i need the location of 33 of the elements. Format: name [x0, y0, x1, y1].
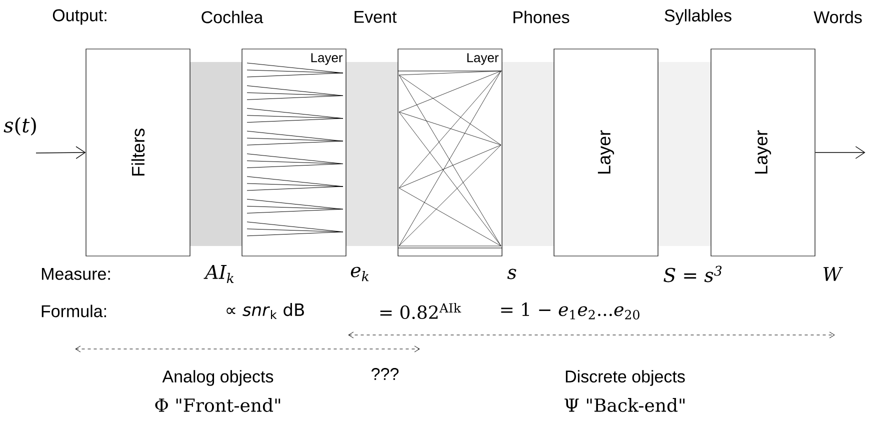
- edge-label: s(t): [4, 117, 36, 136]
- label: S = s$^{3}$: [664, 266, 722, 282]
- label: W: [823, 267, 844, 281]
- band: [190, 62, 242, 246]
- column-heading: Cochlea: [202, 10, 264, 24]
- column-heading: Phones: [514, 10, 570, 24]
- label: Discrete objects: [566, 370, 685, 386]
- band: [658, 62, 711, 246]
- arrow: [814, 146, 866, 159]
- label: AI$_{k}$: [204, 265, 234, 283]
- layer-box: Layer: [398, 48, 502, 256]
- label: = 0.82$^{AIk}$: [380, 302, 462, 320]
- filter-box: Filters: [86, 48, 190, 256]
- column-heading: Event: [354, 11, 397, 23]
- layer-box: Layer: [242, 48, 346, 256]
- row-heading: Formula:: [42, 304, 106, 318]
- column-heading: Words: [814, 10, 862, 24]
- layer-box: Layer: [554, 48, 658, 256]
- label: e$_{k}$: [350, 266, 369, 282]
- label: s: [507, 268, 516, 280]
- label: = 1 − e$_{1}$e$_{2}$...e$_{20}$: [501, 302, 640, 320]
- label: Analog objects: [162, 370, 274, 386]
- label: ???: [372, 368, 399, 380]
- label: Φ "Front-end": [155, 398, 280, 412]
- row-heading: Measure:: [42, 268, 110, 280]
- column-heading: Output:: [52, 9, 106, 25]
- column-heading: Syllables: [664, 9, 732, 25]
- arrow: [36, 146, 86, 159]
- band: [502, 62, 554, 246]
- label: ∝ snr$_{k}$ dB: [226, 302, 304, 319]
- band: [346, 62, 398, 246]
- layer-box: Layer: [710, 48, 816, 256]
- label: Ψ "Back-end": [564, 398, 685, 412]
